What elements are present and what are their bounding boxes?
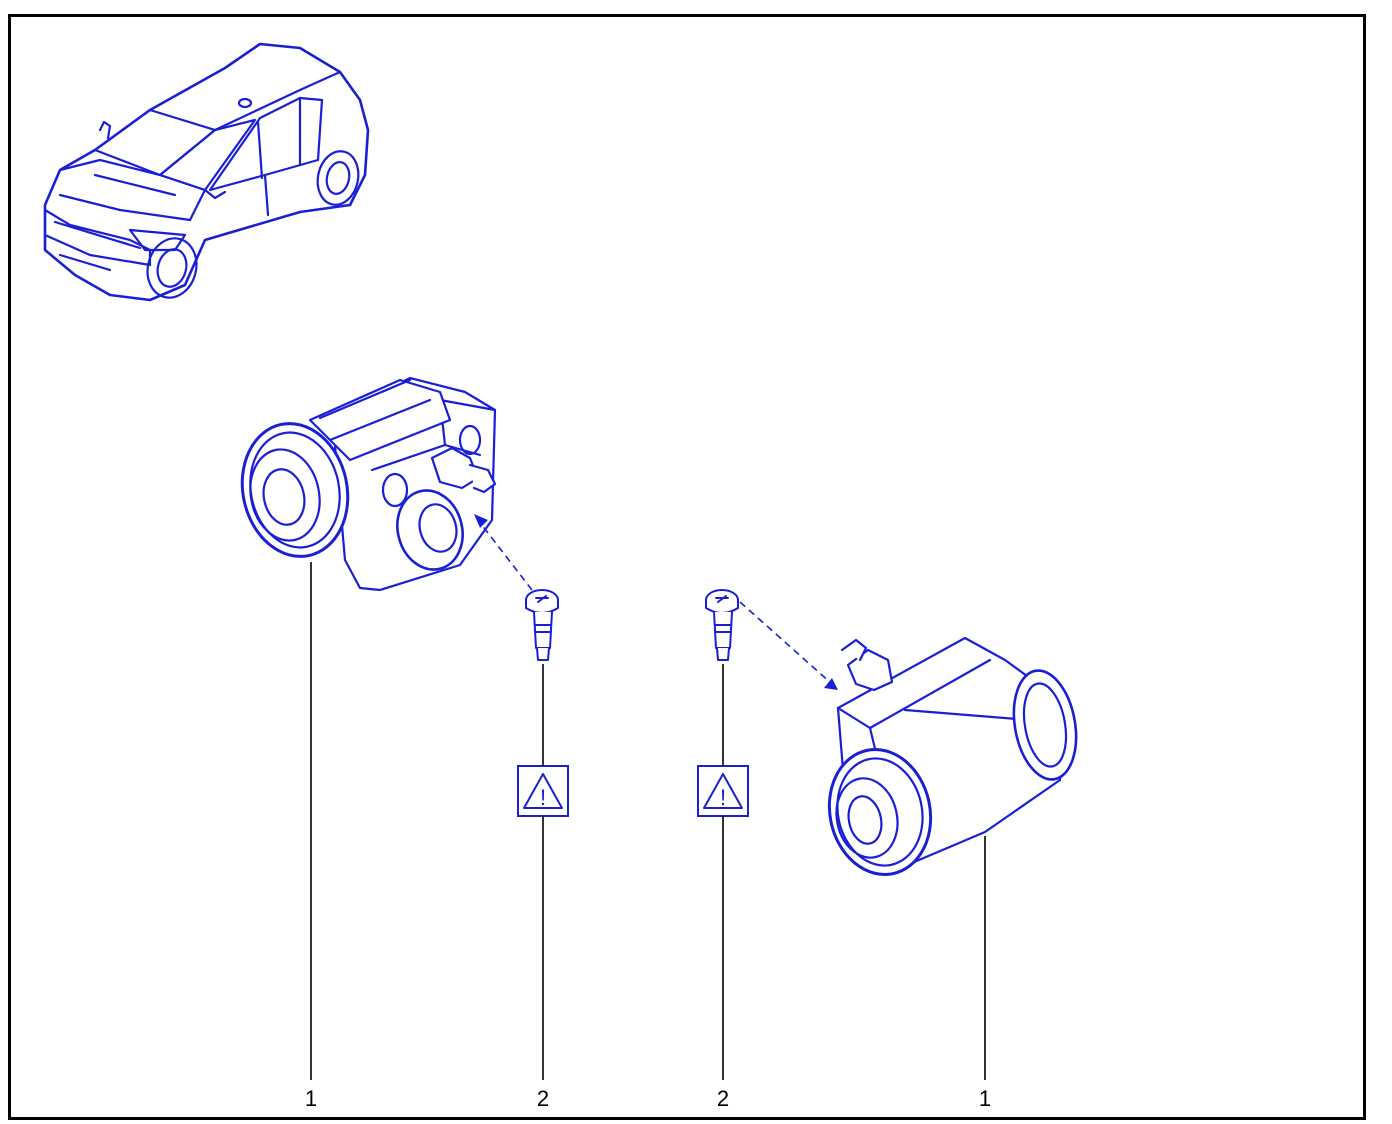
wheel-cylinder-left <box>240 376 497 592</box>
warning-triangle-icon: ! <box>517 765 569 817</box>
warning-symbol: ! <box>540 785 546 810</box>
assembly-arrow-left <box>474 514 533 591</box>
car-illustration <box>43 42 370 302</box>
bolt-left <box>525 589 559 661</box>
bolt-right <box>705 589 739 661</box>
callout-label: 2 <box>716 1086 730 1111</box>
leader-lines <box>310 562 986 1080</box>
warning-triangle-icon: ! <box>697 765 749 817</box>
diagram-frame <box>8 14 1366 1120</box>
callout-label: 1 <box>304 1086 318 1111</box>
assembly-arrow-right <box>739 601 838 690</box>
callout-label: 1 <box>978 1086 992 1111</box>
warning-symbol: ! <box>720 785 726 810</box>
callout-label: 2 <box>536 1086 550 1111</box>
wheel-cylinder-right <box>827 636 1078 876</box>
